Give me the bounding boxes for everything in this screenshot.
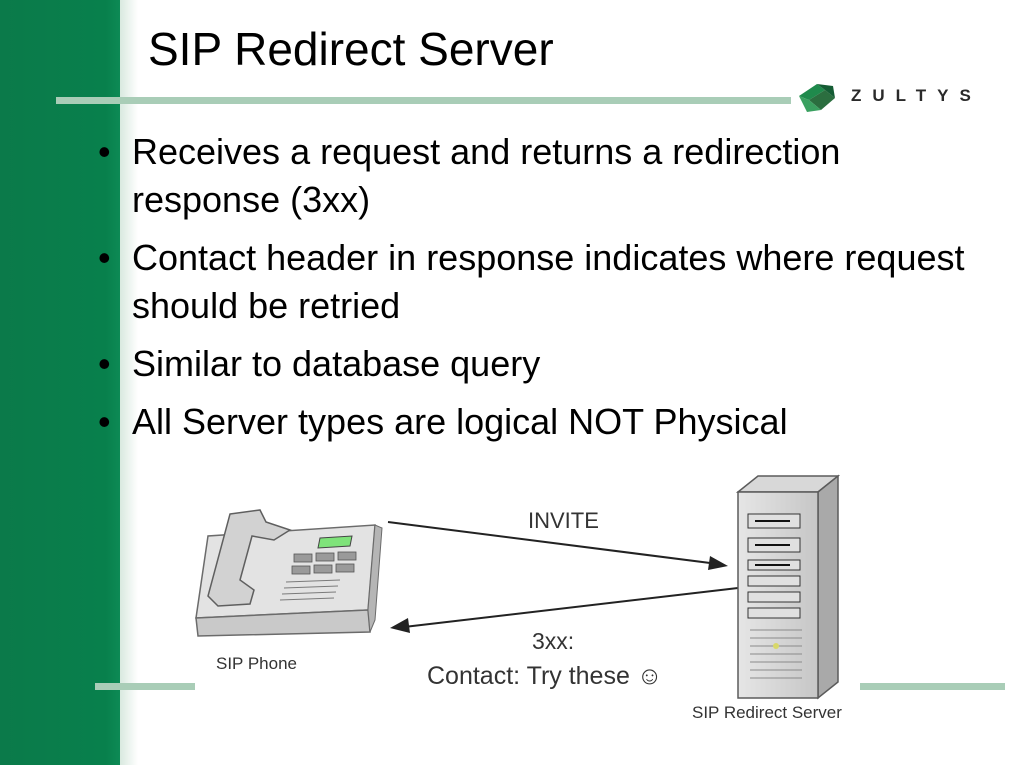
zultys-logo: ZULTYS bbox=[795, 80, 1020, 116]
contact-label: Contact: Try these ☺ bbox=[427, 662, 663, 690]
bullet-item: • Contact header in response indicates w… bbox=[96, 234, 996, 330]
bullet-text: Similar to database query bbox=[132, 343, 541, 384]
zultys-logo-icon bbox=[799, 84, 835, 112]
bullet-item: • All Server types are logical NOT Physi… bbox=[96, 398, 996, 446]
logo-wordmark: ZULTYS bbox=[851, 86, 982, 105]
bullet-item: • Receives a request and returns a redir… bbox=[96, 128, 996, 224]
bullet-marker: • bbox=[98, 131, 111, 172]
arrow-right-icon bbox=[387, 521, 728, 570]
response-code-label: 3xx: bbox=[532, 628, 575, 654]
bullet-item: • Similar to database query bbox=[96, 340, 996, 388]
bullet-marker: • bbox=[98, 401, 111, 442]
bullet-marker: • bbox=[98, 343, 111, 384]
phone-label: SIP Phone bbox=[216, 654, 297, 673]
phone-icon bbox=[195, 509, 383, 637]
footer-divider-right bbox=[860, 683, 1005, 690]
slide-title: SIP Redirect Server bbox=[148, 23, 554, 75]
bullet-text: Contact header in response indicates whe… bbox=[132, 237, 965, 326]
title-divider bbox=[56, 97, 791, 104]
server-icon bbox=[735, 474, 841, 700]
bullet-text: All Server types are logical NOT Physica… bbox=[132, 401, 788, 442]
server-label: SIP Redirect Server bbox=[692, 703, 842, 722]
footer-divider-left bbox=[95, 683, 195, 690]
bullet-list: • Receives a request and returns a redir… bbox=[96, 128, 996, 456]
bullet-text: Receives a request and returns a redirec… bbox=[132, 131, 841, 220]
left-bar-shadow bbox=[120, 0, 138, 765]
left-green-bar bbox=[0, 0, 120, 765]
bullet-marker: • bbox=[98, 237, 111, 278]
invite-label: INVITE bbox=[528, 508, 599, 533]
arrow-left-icon bbox=[390, 587, 739, 633]
diagram-canvas bbox=[195, 474, 841, 700]
redirect-diagram: SIP Phone INVITE 3xx: Contact: Try these… bbox=[190, 470, 870, 730]
